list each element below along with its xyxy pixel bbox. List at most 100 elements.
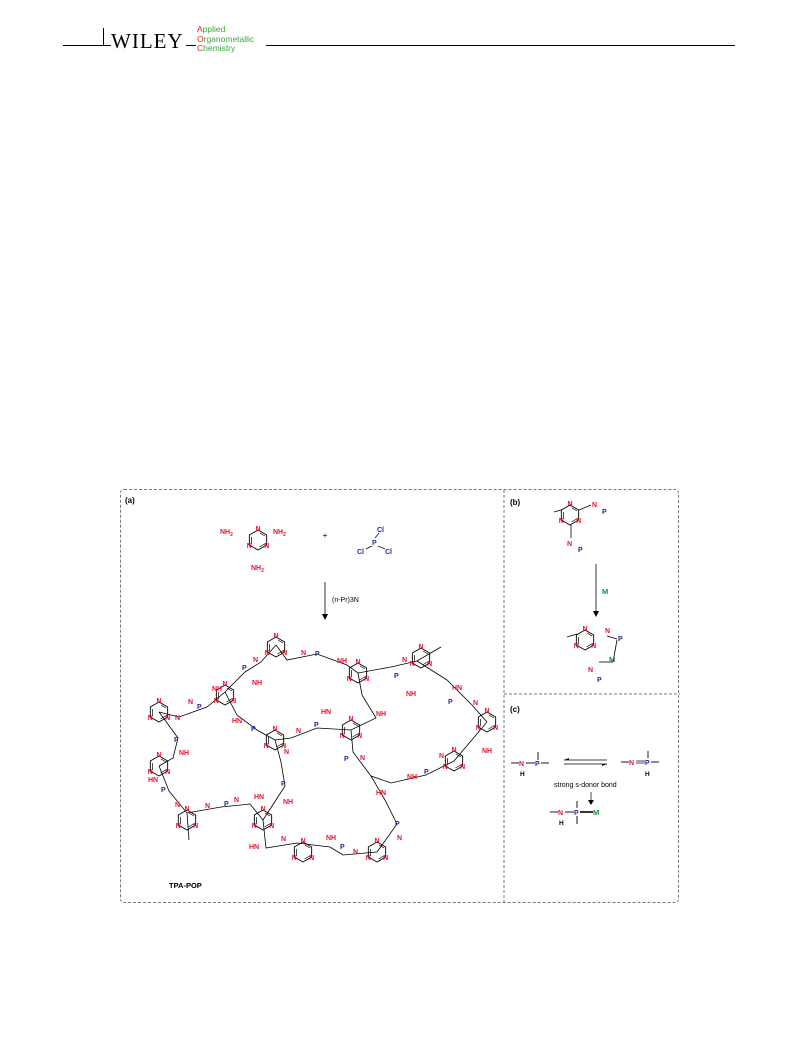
- svg-text:N: N: [234, 797, 239, 804]
- panel-c-left-structure: N H P: [511, 752, 549, 778]
- panel-b-top-structure: N P N P: [553, 500, 607, 554]
- svg-text:HN: HN: [321, 709, 331, 716]
- svg-text:HN: HN: [232, 718, 242, 725]
- svg-text:NH: NH: [407, 774, 417, 781]
- svg-text:N: N: [402, 657, 407, 664]
- svg-text:P: P: [340, 844, 345, 851]
- header-rule-left: [63, 45, 111, 46]
- header-tick: [103, 28, 104, 46]
- network-atom-labels: P P P P P P P P P P P P P P P N N NH N N…: [148, 650, 492, 856]
- panel-b-bottom-structure: N P M N P: [566, 625, 623, 684]
- panel-c-bottom-structure: N H P M: [550, 801, 599, 827]
- network-triazines: [147, 632, 499, 863]
- melamine-molecule: NH2 NH2 NH2: [220, 525, 286, 574]
- svg-text:P: P: [197, 704, 202, 711]
- svg-text:P: P: [161, 787, 166, 794]
- journal-name: Applied Organometallic Chemistry: [197, 24, 255, 53]
- svg-text:P: P: [645, 760, 650, 767]
- panel-c-label: (c): [510, 705, 520, 714]
- svg-text:NH2: NH2: [251, 565, 264, 574]
- scheme-figure: N N N (a) NH2 NH2 NH2 + Cl P Cl Cl (n-Pr…: [120, 489, 680, 904]
- svg-text:P: P: [344, 756, 349, 763]
- svg-text:N: N: [353, 849, 358, 856]
- svg-text:N: N: [397, 835, 402, 842]
- svg-text:NH: NH: [212, 686, 222, 693]
- reagent-label: (n-Pr)3N: [332, 597, 359, 604]
- header-rule-right: [266, 45, 735, 46]
- svg-text:HN: HN: [249, 844, 259, 851]
- equilibrium-arrows: [564, 758, 607, 766]
- svg-text:N: N: [281, 836, 286, 843]
- product-label: TPA-POP: [169, 881, 202, 890]
- svg-text:N: N: [284, 749, 289, 756]
- svg-text:P: P: [578, 547, 583, 554]
- svg-text:H: H: [645, 771, 650, 778]
- svg-text:N: N: [567, 541, 572, 548]
- svg-text:NH: NH: [252, 680, 262, 687]
- svg-text:P: P: [224, 801, 229, 808]
- panel-b-metal: M: [602, 587, 608, 596]
- svg-text:N: N: [175, 715, 180, 722]
- svg-text:H: H: [520, 771, 525, 778]
- svg-text:NH2: NH2: [273, 529, 286, 538]
- svg-text:HN: HN: [254, 794, 264, 801]
- svg-text:N: N: [439, 753, 444, 760]
- svg-text:NH: NH: [337, 658, 347, 665]
- svg-text:NH: NH: [406, 691, 416, 698]
- svg-text:P: P: [314, 722, 319, 729]
- svg-text:N: N: [360, 755, 365, 762]
- svg-text:N: N: [175, 802, 180, 809]
- svg-text:P: P: [174, 737, 179, 744]
- svg-text:P: P: [535, 761, 540, 768]
- svg-text:N: N: [588, 667, 593, 674]
- svg-text:P: P: [574, 810, 579, 817]
- svg-text:P: P: [597, 677, 602, 684]
- svg-text:P: P: [251, 726, 256, 733]
- svg-text:NH: NH: [283, 799, 293, 806]
- svg-text:NH: NH: [179, 750, 189, 757]
- svg-text:Cl: Cl: [377, 527, 384, 534]
- pcl3-molecule: Cl P Cl Cl: [357, 527, 392, 556]
- svg-text:N: N: [205, 803, 210, 810]
- svg-text:M: M: [609, 655, 615, 664]
- scheme-svg: N N N (a) NH2 NH2 NH2 + Cl P Cl Cl (n-Pr…: [125, 490, 680, 904]
- donor-bond-annotation: strong s-donor bond: [554, 782, 617, 789]
- svg-text:NH: NH: [326, 835, 336, 842]
- svg-text:P: P: [448, 699, 453, 706]
- svg-text:P: P: [395, 821, 400, 828]
- svg-text:NH: NH: [482, 748, 492, 755]
- svg-text:HN: HN: [376, 790, 386, 797]
- svg-text:N: N: [519, 761, 524, 768]
- svg-text:NH: NH: [376, 711, 386, 718]
- tpa-pop-network: [158, 644, 488, 856]
- svg-text:N: N: [629, 760, 634, 767]
- svg-text:N: N: [605, 628, 610, 635]
- svg-text:M: M: [593, 808, 599, 817]
- svg-text:N: N: [188, 699, 193, 706]
- svg-text:P: P: [424, 769, 429, 776]
- svg-text:P: P: [242, 665, 247, 672]
- panel-b-label: (b): [510, 498, 521, 507]
- svg-text:HN: HN: [148, 777, 158, 784]
- svg-text:N: N: [301, 650, 306, 657]
- svg-text:N: N: [558, 810, 563, 817]
- svg-text:N: N: [473, 700, 478, 707]
- panel-c-right-structure: N P H: [621, 751, 659, 778]
- svg-text:P: P: [281, 781, 286, 788]
- svg-text:NH2: NH2: [220, 529, 233, 538]
- svg-text:N: N: [592, 502, 597, 509]
- svg-text:Cl: Cl: [357, 549, 364, 556]
- publisher-logo: WILEY: [111, 29, 184, 53]
- svg-text:P: P: [372, 540, 377, 547]
- svg-text:P: P: [315, 651, 320, 658]
- panel-a-label: (a): [125, 496, 135, 505]
- svg-text:N: N: [253, 657, 258, 664]
- svg-text:P: P: [618, 636, 623, 643]
- svg-text:Cl: Cl: [385, 549, 392, 556]
- plus-sign: +: [323, 531, 328, 540]
- header-dash: [186, 45, 196, 46]
- svg-text:N: N: [296, 728, 301, 735]
- svg-text:HN: HN: [452, 685, 462, 692]
- svg-text:P: P: [602, 509, 607, 516]
- svg-text:H: H: [559, 820, 564, 827]
